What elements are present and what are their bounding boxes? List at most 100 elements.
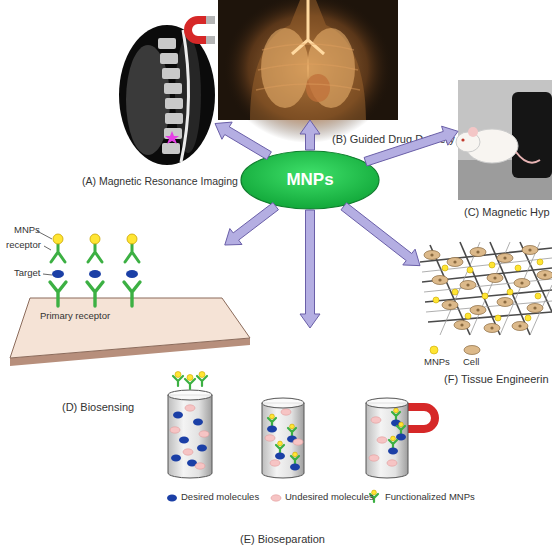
separation-tubes bbox=[168, 372, 408, 479]
undesired-molecule bbox=[281, 409, 291, 415]
cell-nucleus bbox=[493, 276, 496, 279]
scaffold-cell-shape bbox=[514, 279, 530, 288]
undesired-molecule bbox=[270, 460, 280, 466]
nanoparticle-dot bbox=[293, 452, 298, 457]
antibody-symbol bbox=[288, 428, 296, 436]
mri-image-part-part bbox=[158, 38, 176, 49]
cell-nucleus bbox=[453, 260, 456, 263]
leader-line-part bbox=[44, 246, 51, 250]
undesired-molecule bbox=[265, 435, 275, 441]
cell-nucleus bbox=[430, 253, 433, 256]
sensor-plate-part bbox=[10, 298, 250, 358]
scaffold-cell-shape bbox=[487, 274, 503, 283]
scaffold-cell-shape bbox=[447, 258, 463, 267]
target-molecule bbox=[89, 270, 101, 278]
center-ellipse: MNPs bbox=[240, 150, 380, 210]
scaffold-cell-shape bbox=[424, 251, 440, 260]
antibody-symbol bbox=[291, 456, 299, 464]
panel-title: (D) Biosensing bbox=[62, 401, 134, 414]
nanoparticle-dot bbox=[489, 262, 495, 268]
application-panel: (A) Magnetic Resonance Imaging bbox=[120, 25, 215, 165]
nanoparticle-dot bbox=[394, 408, 399, 413]
desired-molecule bbox=[179, 437, 189, 444]
nanoparticle-dot bbox=[465, 313, 471, 319]
nanoparticle-dot bbox=[90, 234, 100, 244]
scaffold-cell-shape bbox=[512, 322, 528, 331]
nanoparticle-dot bbox=[507, 289, 513, 295]
undesired-molecule bbox=[185, 405, 195, 411]
undesired-molecule bbox=[387, 460, 397, 466]
leader-line-part bbox=[43, 274, 52, 275]
cell-nucleus bbox=[533, 306, 536, 309]
sensor-plate bbox=[10, 298, 250, 366]
scaffold-cell-shape bbox=[537, 271, 552, 280]
block-arrow bbox=[225, 203, 279, 245]
horseshoe-magnet-part bbox=[206, 36, 215, 44]
nanoparticle-dot bbox=[391, 436, 396, 441]
scaffold-mesh-part-part bbox=[426, 301, 552, 312]
panel-title: (A) Magnetic Resonance Imaging bbox=[82, 175, 238, 187]
mouse-photo-part bbox=[512, 92, 552, 178]
desired-molecule bbox=[173, 412, 183, 419]
undesired-molecule bbox=[183, 449, 193, 455]
cell-nucleus bbox=[528, 248, 531, 251]
illustration-details bbox=[50, 234, 552, 502]
ellipse-shape bbox=[241, 151, 379, 209]
panel-title: (B) Guided Drug Delivery bbox=[332, 133, 455, 146]
nanoparticle-dot bbox=[290, 424, 295, 429]
mri-image-part bbox=[181, 30, 189, 162]
mouse-photo-part bbox=[516, 152, 540, 163]
lung-image-part bbox=[306, 74, 330, 102]
nanoparticle-dot bbox=[535, 293, 541, 299]
antibody-symbol bbox=[397, 426, 405, 434]
desired-molecule bbox=[167, 495, 177, 502]
undesired-molecule bbox=[369, 455, 379, 461]
desired-molecule bbox=[275, 453, 285, 460]
biosensor-stack bbox=[50, 234, 140, 306]
mri-image-part bbox=[119, 25, 215, 165]
scaffold-cell-shape bbox=[454, 321, 470, 330]
undesired-molecule bbox=[271, 495, 281, 501]
scaffold-cell-shape bbox=[442, 301, 458, 310]
undesired-molecule bbox=[371, 417, 381, 423]
antibody-symbol bbox=[268, 418, 276, 426]
cell-nucleus bbox=[466, 283, 469, 286]
cell-nucleus bbox=[503, 300, 506, 303]
nanoparticle-dot bbox=[452, 289, 458, 295]
undesired-molecule bbox=[377, 437, 387, 443]
scaffold-mesh-part bbox=[420, 242, 552, 335]
scaffold-cell-shape bbox=[470, 248, 486, 257]
antibody-symbol bbox=[276, 445, 284, 453]
cell-nucleus bbox=[490, 326, 493, 329]
scaffold-cell-shape bbox=[432, 276, 448, 285]
horseshoe-magnet bbox=[188, 16, 215, 44]
undesired-molecule bbox=[195, 463, 205, 469]
block-arrow bbox=[300, 120, 320, 150]
secondary-receptor bbox=[51, 244, 65, 262]
nanoparticle-dot bbox=[515, 265, 521, 271]
nanoparticle-dot bbox=[53, 234, 63, 244]
cell-nucleus bbox=[503, 256, 506, 259]
scaffold-mesh bbox=[420, 242, 552, 335]
nanoparticle-dot bbox=[175, 372, 181, 378]
block-arrow bbox=[215, 122, 271, 159]
antibody-symbol bbox=[389, 440, 397, 448]
desired-molecule bbox=[290, 464, 300, 471]
key-nanoparticle-dot bbox=[430, 346, 438, 354]
scaffold-cell-shape bbox=[460, 281, 476, 290]
scaffold-cell-shape bbox=[470, 306, 486, 315]
tube-rim bbox=[262, 398, 304, 408]
lung-image-part bbox=[223, 0, 393, 143]
cell-nucleus bbox=[438, 278, 441, 281]
nanoparticle-dot bbox=[433, 297, 439, 303]
target-molecule bbox=[126, 270, 138, 278]
nanoparticle-dot bbox=[278, 441, 283, 446]
tube-body bbox=[366, 403, 408, 478]
legend-text: Undesired molecules bbox=[285, 492, 374, 502]
scaffold-cells bbox=[424, 246, 552, 355]
scaffold-cell-shape bbox=[522, 246, 538, 255]
lung-image-part bbox=[250, 0, 366, 120]
scaffold-mesh-part bbox=[422, 242, 552, 335]
